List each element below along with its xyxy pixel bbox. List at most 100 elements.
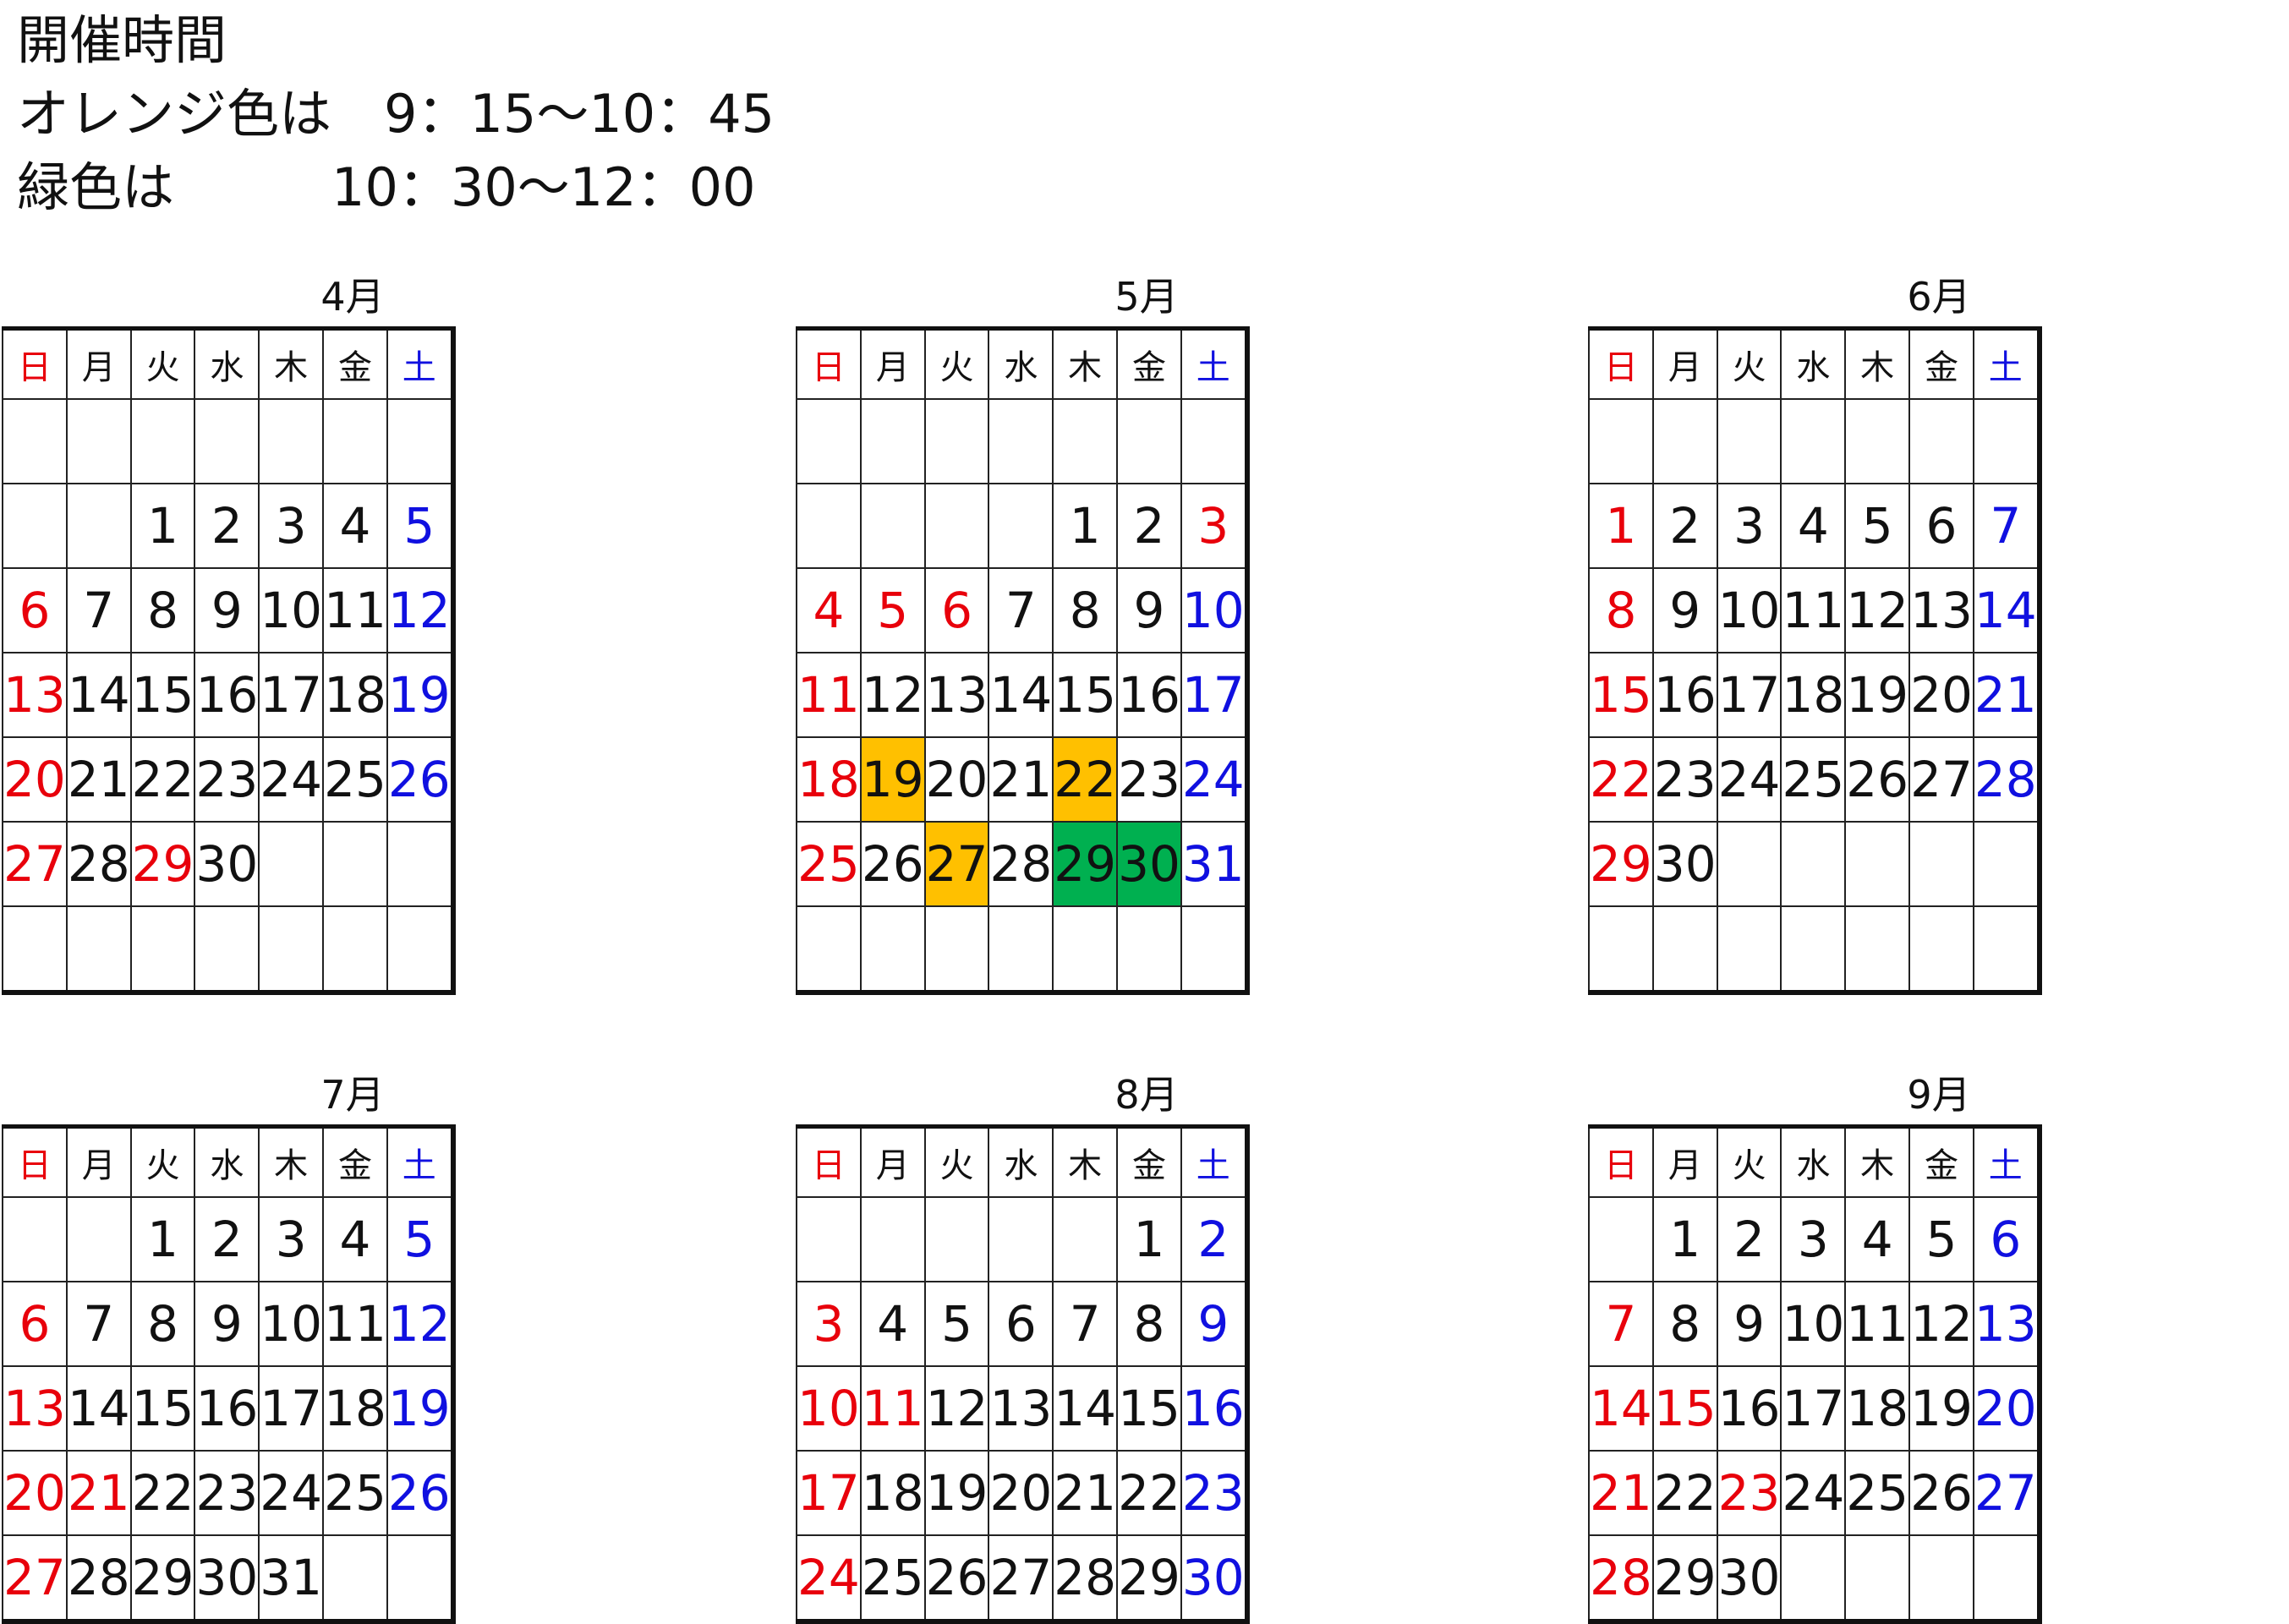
empty-day-cell	[2, 483, 68, 569]
week-row	[2, 905, 454, 995]
empty-day-cell	[1780, 1534, 1847, 1624]
empty-day-cell	[859, 905, 926, 995]
day-cell: 10	[1180, 567, 1248, 653]
week-row	[1588, 398, 2040, 484]
weekday-header: 火	[129, 1124, 196, 1198]
empty-day-cell	[65, 905, 132, 995]
day-cell: 15	[1588, 652, 1654, 738]
day-cell: 31	[258, 1534, 325, 1624]
day-cell: 5	[386, 1196, 454, 1282]
day-cell: 12	[923, 1365, 990, 1452]
weekday-header: 火	[1716, 326, 1782, 400]
empty-day-cell	[322, 821, 388, 907]
day-cell: 20	[1972, 1365, 2040, 1452]
green-time-line: 緑色は 10：30～12：00	[17, 156, 756, 218]
month-title: 5月	[1114, 274, 1179, 320]
weekday-header: 日	[2, 326, 68, 400]
day-cell: 14	[1972, 567, 2040, 653]
day-cell: 3	[1180, 483, 1248, 569]
weekday-header: 火	[923, 326, 990, 400]
day-cell: 10	[258, 1281, 325, 1367]
day-cell: 20	[2, 1450, 68, 1536]
week-row	[2, 398, 454, 484]
empty-day-cell	[1844, 398, 1911, 484]
day-cell: 13	[1972, 1281, 2040, 1367]
empty-day-cell	[1972, 398, 2040, 484]
day-cell: 1	[1116, 1196, 1182, 1282]
day-cell: 24	[258, 1450, 325, 1536]
month-title: 4月	[320, 274, 385, 320]
weekday-header: 金	[322, 326, 388, 400]
empty-day-cell	[386, 398, 454, 484]
day-cell: 17	[796, 1450, 862, 1536]
day-cell: 25	[322, 736, 388, 823]
day-cell: 5	[1908, 1196, 1974, 1282]
day-cell: 9	[1651, 567, 1718, 653]
empty-day-cell	[796, 905, 862, 995]
day-cell: 24	[1180, 736, 1248, 823]
weekday-header: 金	[1116, 1124, 1182, 1198]
day-cell: 14	[1052, 1365, 1119, 1452]
day-cell: 30	[194, 1534, 260, 1624]
day-cell: 28	[988, 821, 1054, 907]
day-cell: 19	[386, 652, 454, 738]
weekday-header: 月	[859, 1124, 926, 1198]
weekday-header: 日	[1588, 326, 1654, 400]
day-cell: 4	[796, 567, 862, 653]
weekday-header: 水	[988, 1124, 1054, 1198]
day-cell: 13	[2, 652, 68, 738]
day-cell: 27	[988, 1534, 1054, 1624]
weekday-header: 火	[129, 326, 196, 400]
day-cell: 6	[923, 567, 990, 653]
empty-day-cell	[1716, 905, 1782, 995]
day-cell: 10	[258, 567, 325, 653]
day-cell: 29	[1116, 1534, 1182, 1624]
day-cell: 9	[1116, 567, 1182, 653]
day-cell: 30	[1180, 1534, 1248, 1624]
month-title: 6月	[1907, 274, 1971, 320]
week-row	[1588, 905, 2040, 995]
empty-day-cell	[194, 398, 260, 484]
month-title: 9月	[1907, 1072, 1971, 1118]
day-cell: 21	[988, 736, 1054, 823]
empty-day-cell	[1908, 905, 1974, 995]
empty-day-cell	[1052, 398, 1119, 484]
empty-day-cell	[1116, 905, 1182, 995]
day-cell: 20	[988, 1450, 1054, 1536]
day-cell: 18	[322, 652, 388, 738]
empty-day-cell	[1844, 1534, 1911, 1624]
weekday-header: 月	[65, 1124, 132, 1198]
day-cell: 29	[129, 821, 196, 907]
weekday-header: 火	[1716, 1124, 1782, 1198]
day-cell: 17	[1716, 652, 1782, 738]
week-row	[796, 905, 1248, 995]
day-cell: 12	[1908, 1281, 1974, 1367]
day-cell: 21	[1588, 1450, 1654, 1536]
weekday-header: 金	[1116, 326, 1182, 400]
day-cell: 6	[988, 1281, 1054, 1367]
weekday-header: 木	[1844, 1124, 1911, 1198]
empty-day-cell	[129, 398, 196, 484]
empty-day-cell	[1651, 905, 1718, 995]
day-cell: 2	[194, 1196, 260, 1282]
day-cell: 13	[1908, 567, 1974, 653]
day-cell: 8	[1052, 567, 1119, 653]
day-cell-orange-session: 19	[859, 736, 926, 823]
weekday-header: 木	[1844, 326, 1911, 400]
weekday-header: 水	[1780, 1124, 1847, 1198]
day-cell: 8	[129, 1281, 196, 1367]
empty-day-cell	[796, 398, 862, 484]
day-cell: 23	[1180, 1450, 1248, 1536]
weekday-header: 火	[923, 1124, 990, 1198]
day-cell: 4	[322, 483, 388, 569]
day-cell: 8	[1588, 567, 1654, 653]
empty-day-cell	[923, 398, 990, 484]
